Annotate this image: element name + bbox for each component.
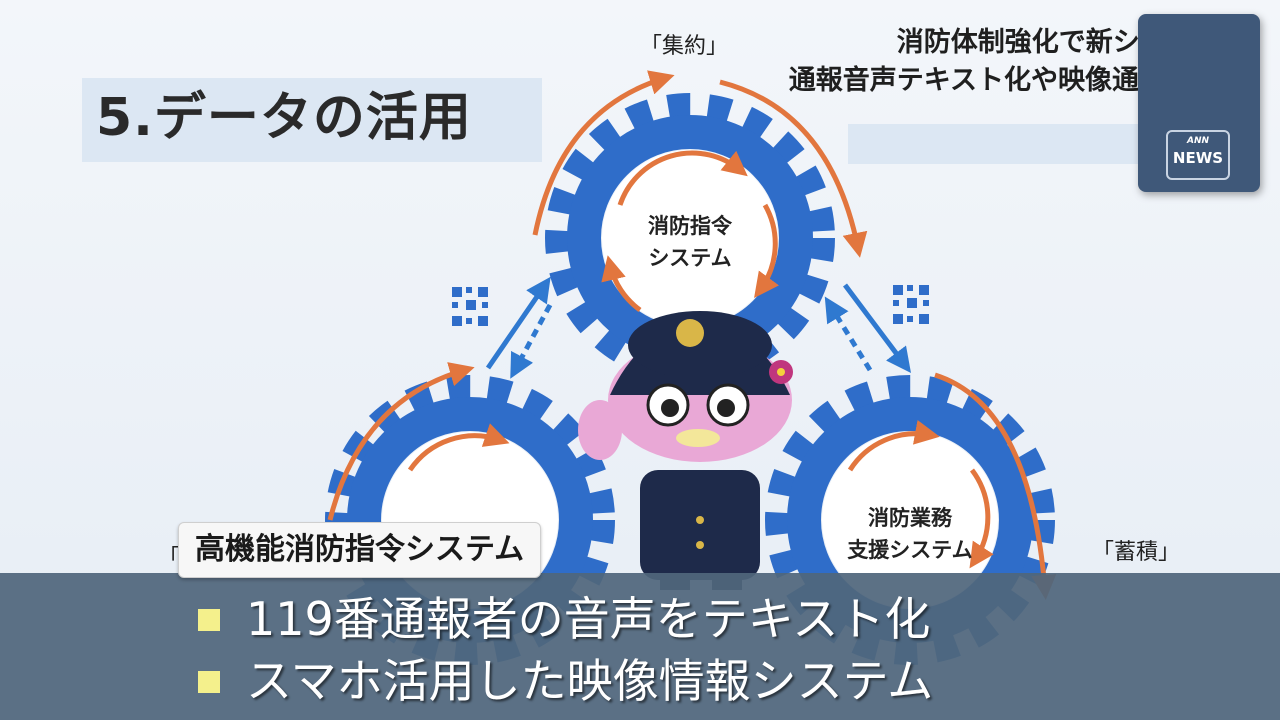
- gear-label-dispatch: 消防指令 システム: [610, 210, 770, 274]
- cycle-arrow-right-bottom: [934, 372, 1057, 600]
- title-band: [82, 78, 542, 162]
- slide-title: 5.データの活用: [96, 88, 472, 148]
- exchange-arrow-left-up: [485, 276, 551, 370]
- label-partial-bracket: 「: [158, 546, 181, 571]
- channel-logo: ANN NEWS: [1138, 14, 1260, 192]
- logo-ann-text: ANN: [1186, 136, 1210, 146]
- gear-label-line: 支援システム: [847, 538, 973, 562]
- cycle-arrow-left: [327, 362, 475, 521]
- caption-bullet-text: 119番通報者の音声をテキスト化: [246, 592, 931, 646]
- logo-news-text: NEWS: [1172, 149, 1224, 167]
- gear-label-line: システム: [648, 246, 732, 270]
- bullet-square-icon: [198, 608, 220, 631]
- exchange-arrow-right-up: [824, 296, 873, 372]
- data-grid-icon: [452, 287, 488, 326]
- cycle-arrow-right-top: [719, 79, 868, 258]
- caption-bullet-text: スマホ活用した映像情報システム: [246, 654, 934, 708]
- label-accumulation: 「蓄積」: [1092, 540, 1181, 565]
- bullet-square-icon: [198, 670, 220, 693]
- decorative-band: [848, 124, 1148, 164]
- caption-tag: 高機能消防指令システム: [178, 522, 542, 578]
- gear-label-line: 消防業務: [868, 506, 952, 530]
- caption-bullet: 119番通報者の音声をテキスト化: [198, 590, 930, 648]
- ann-news-logo-icon: ANN NEWS: [1166, 130, 1230, 180]
- exchange-arrow-left-down: [510, 303, 553, 379]
- cycle-arrow-top: [532, 70, 675, 236]
- caption-bullet: スマホ活用した映像情報システム: [198, 652, 933, 710]
- exchange-arrow-right-down: [843, 283, 911, 373]
- caption-band: [0, 573, 1280, 720]
- gear-label-support: 消防業務 支援システム: [825, 502, 995, 566]
- label-aggregation: 「集約」: [640, 34, 729, 59]
- gear-label-line: 消防指令: [648, 214, 732, 238]
- data-grid-icon: [893, 285, 929, 324]
- mascot-illustration: [578, 311, 793, 590]
